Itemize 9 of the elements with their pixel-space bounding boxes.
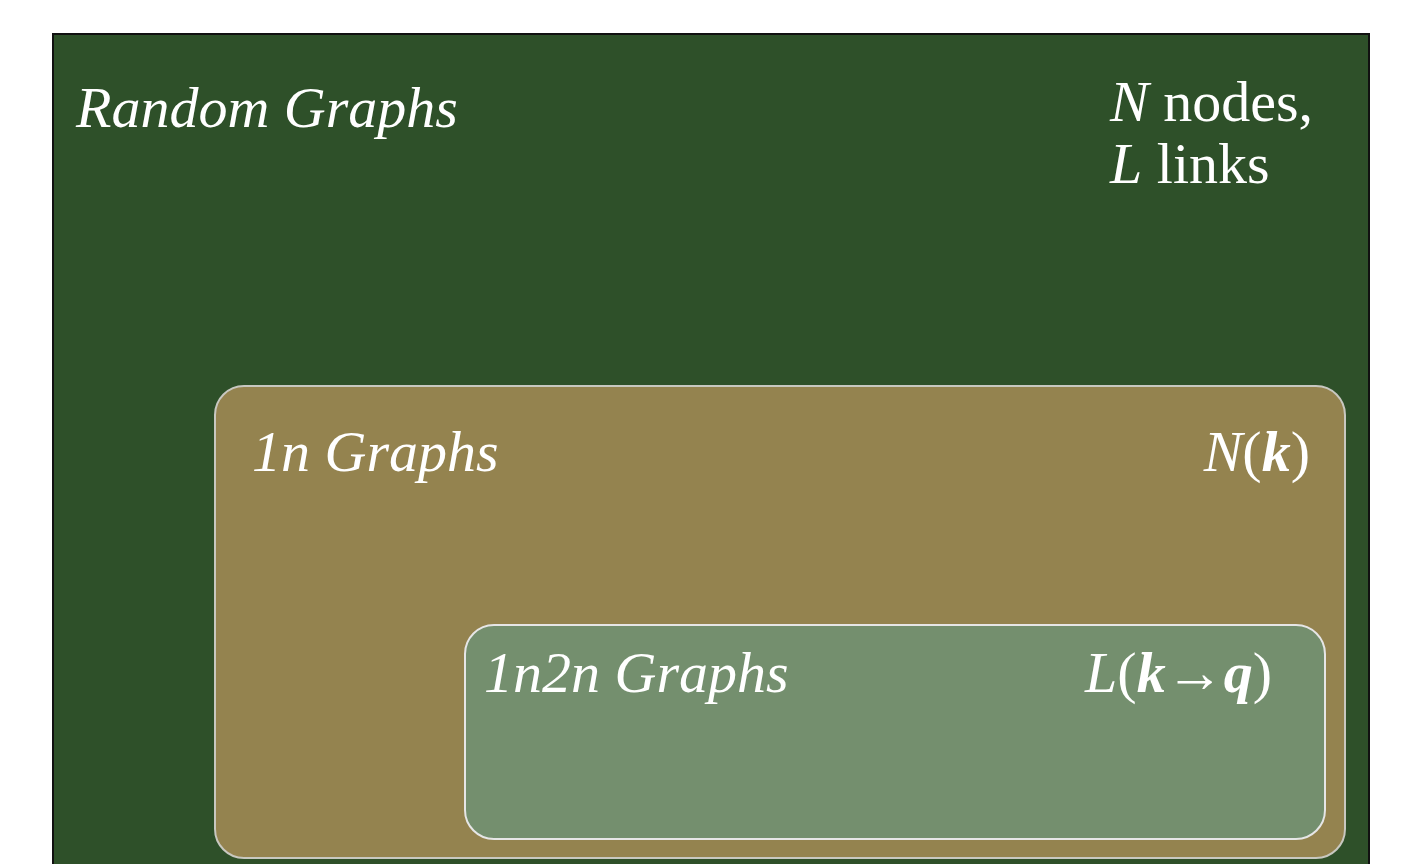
set-notation: N(k) [1203,421,1310,483]
set-notation: N nodes, L links [1110,71,1314,195]
set-region [52,33,1370,864]
set-notation: L(k→q) [1085,642,1272,704]
set-title: 1n2n Graphs [484,642,789,704]
set-region [214,385,1346,859]
set-region [464,624,1326,840]
set-title: Random Graphs [76,77,458,139]
set-title: 1n Graphs [252,421,499,483]
